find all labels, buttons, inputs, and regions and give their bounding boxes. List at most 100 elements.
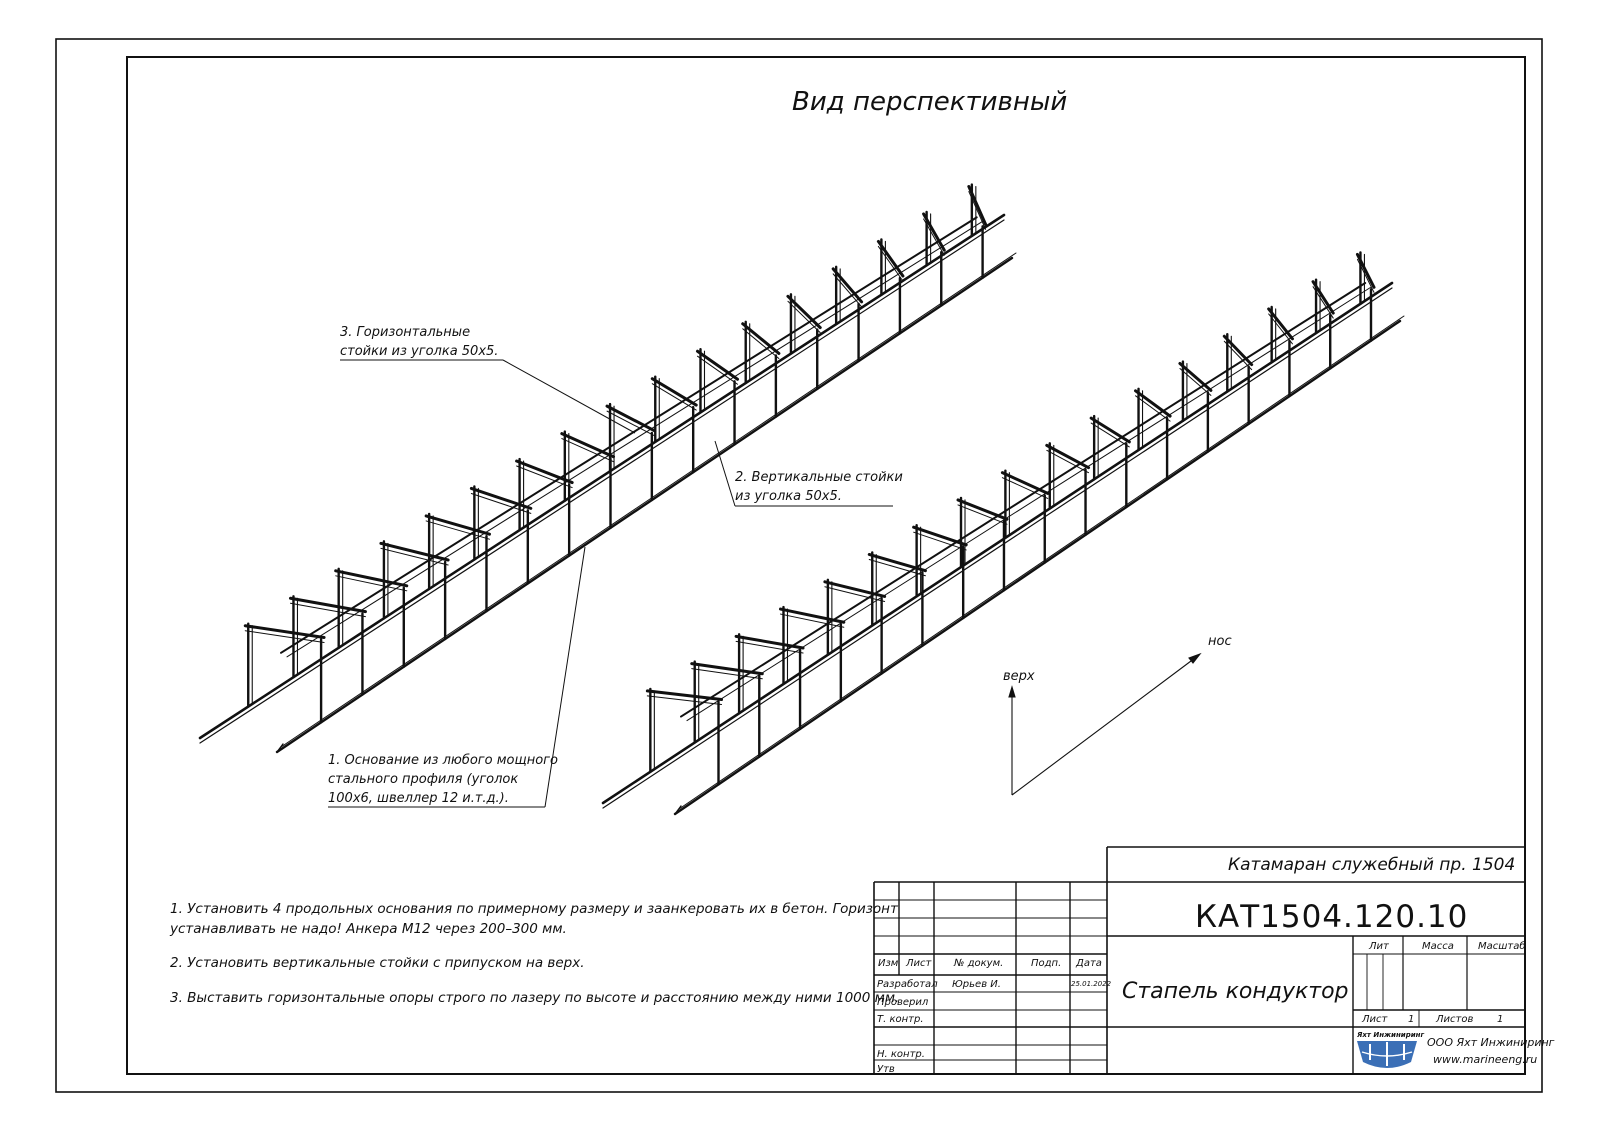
view-title: Вид перспективный (792, 87, 1067, 117)
note-2: 2. Установить вертикальные стойки с прип… (170, 955, 585, 971)
horizontal-crossbar (515, 459, 574, 485)
horizontal-crossbar (469, 486, 533, 510)
horizontal-crossbar (560, 432, 616, 459)
horizontal-crossbar-edge (824, 586, 886, 602)
horizontal-crossbar-edge (1135, 395, 1171, 422)
technical-notes: 1. Установить 4 продольных основания по … (169, 901, 899, 1006)
horizontal-crossbar (1089, 416, 1131, 444)
horizontal-crossbar (1311, 280, 1335, 315)
rail-end (602, 794, 616, 804)
horizontal-crossbar (1355, 252, 1376, 289)
horizontal-crossbar-edge (832, 273, 863, 308)
note-3: 3. Выставить горизонтальные опоры строго… (170, 990, 899, 1006)
horizontal-crossbar-edge (779, 613, 845, 628)
base-rail-inner (275, 256, 1014, 754)
row-tech: Т. контр. (877, 1014, 924, 1025)
horizontal-crossbar-edge (913, 531, 967, 551)
callout-base: 1. Основание из любого мощного стального… (328, 546, 586, 808)
base-rail-outer (601, 281, 1394, 805)
horizontal-crossbar-edge (957, 504, 1008, 525)
note-1-cont: устанавливать не надо! Анкера М12 через … (169, 921, 567, 937)
axis-up-label: верх (1003, 669, 1035, 684)
horizontal-crossbar (334, 569, 409, 588)
svg-text:3. Горизонтальные: 3. Горизонтальные (340, 325, 470, 340)
horizontal-crossbar-edge (1090, 422, 1130, 448)
header-izm: Изм (878, 958, 899, 969)
horizontal-crossbar-edge (244, 630, 325, 643)
horizontal-crossbar (967, 185, 988, 226)
callout-horizontal-posts: 3. Горизонтальные стойки из уголка 50х5. (340, 325, 636, 434)
rail-end (199, 729, 213, 739)
horizontal-crossbar (922, 212, 946, 252)
horizontal-crossbar-edge (968, 191, 987, 230)
base-rail-inner (673, 319, 1402, 816)
horizontal-crossbar (605, 404, 657, 433)
sheet-label: Лист (1361, 1014, 1389, 1025)
horizontal-crossbar-edge (877, 245, 904, 282)
svg-text:Яхт Инжиниринг: Яхт Инжиниринг (1356, 1031, 1424, 1039)
header-list: Лист (905, 958, 933, 969)
svg-text:2. Вертикальные стойки: 2. Вертикальные стойки (735, 470, 903, 485)
horizontal-crossbar-edge (742, 328, 780, 359)
svg-text:1. Основание из любого мощного: 1. Основание из любого мощного (328, 753, 558, 768)
horizontal-crossbar (1045, 443, 1091, 470)
horizontal-crossbar (379, 541, 450, 562)
horizontal-crossbar-edge (335, 575, 408, 592)
company-logo: Яхт Инжиниринг (1356, 1031, 1424, 1068)
horizontal-crossbar (831, 267, 864, 304)
org-name: ООО Яхт Инжиниринг (1427, 1036, 1555, 1049)
title-block (873, 846, 1525, 1074)
horizontal-crossbar-edge (1001, 477, 1049, 499)
base-rail-outer-edge (602, 287, 1393, 809)
horizontal-crossbar-edge (289, 602, 366, 618)
mass-label: Масса (1422, 941, 1454, 952)
sheet-value: 1 (1408, 1014, 1414, 1025)
svg-text:100х6, швеллер 12 и.т.д.).: 100х6, швеллер 12 и.т.д.). (328, 791, 509, 806)
outer-border (55, 38, 1543, 1093)
sheets-label: Листов (1435, 1014, 1473, 1025)
header-doc: № докум. (953, 958, 1003, 969)
author-name: Юрьев И. (952, 979, 1001, 990)
horizontal-crossbar (912, 525, 968, 547)
horizontal-crossbar (650, 377, 698, 407)
svg-text:из уголка 50х5.: из уголка 50х5. (735, 489, 842, 504)
jig-frame-right (601, 251, 1405, 816)
horizontal-crossbar-edge (1179, 368, 1212, 396)
horizontal-crossbar-edge (1223, 340, 1253, 371)
horizontal-crossbar (1178, 362, 1213, 392)
sheets-value: 1 (1497, 1014, 1503, 1025)
horizontal-crossbar-edge (691, 668, 763, 680)
svg-text:стойки из уголка 50х5.: стойки из уголка 50х5. (340, 344, 498, 359)
base-rail-outer (198, 213, 1006, 740)
base-rail-outer-edge (199, 219, 1005, 744)
horizontal-crossbar (786, 294, 822, 330)
row-developed: Разработал (877, 978, 938, 990)
author-date: 25.01.2022 (1071, 980, 1112, 988)
axis-bow-label: нос (1208, 634, 1232, 649)
header-date: Дата (1075, 958, 1102, 969)
drawing-name: Стапель кондуктор (1122, 979, 1349, 1004)
note-1: 1. Установить 4 продольных основания по … (170, 901, 899, 917)
jig-frame-left (198, 183, 1017, 754)
horizontal-crossbar-edge (787, 300, 821, 334)
orientation-axes (1008, 652, 1202, 796)
horizontal-crossbar-edge (470, 492, 532, 514)
row-checked: Проверил (877, 997, 929, 1008)
drawing-code: КАТ1504.120.10 (1195, 899, 1468, 935)
scale-label: Масштаб (1478, 940, 1526, 952)
horizontal-crossbar (424, 514, 491, 536)
base-rail-inner-edge (678, 315, 1405, 810)
lit-label: Лит (1368, 941, 1390, 952)
callout-vertical-posts: 2. Вертикальные стойки из уголка 50х5. (714, 440, 903, 507)
header-sign: Подп. (1031, 958, 1061, 969)
longitudinal-stringer-edge (286, 220, 984, 658)
horizontal-crossbar (741, 322, 781, 355)
rail-end (674, 805, 682, 815)
row-norm: Н. контр. (877, 1049, 925, 1060)
horizontal-crossbar (1222, 334, 1254, 367)
longitudinal-stringer (280, 216, 978, 654)
org-site: www.marineeng.ru (1433, 1053, 1537, 1066)
horizontal-crossbar-edge (735, 640, 804, 654)
horizontal-crossbar-edge (646, 695, 722, 706)
